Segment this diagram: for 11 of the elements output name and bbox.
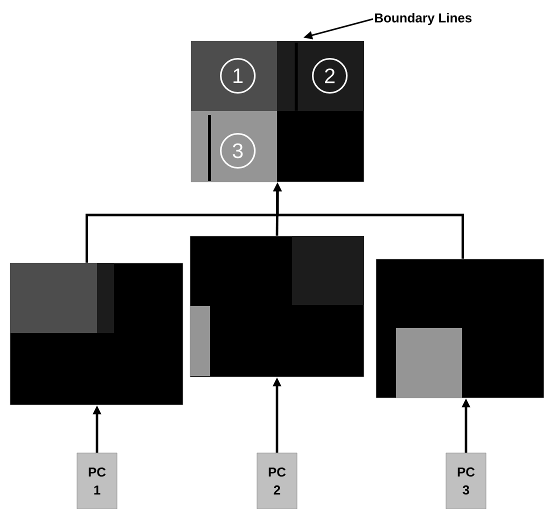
segmented-image — [190, 40, 364, 182]
callout-text: Boundary Lines — [375, 12, 472, 26]
pc-box: PC 1 — [76, 452, 118, 509]
circled-number: 3 — [220, 133, 256, 169]
circled-number: 1 — [220, 58, 256, 94]
pc-box: PC 3 — [446, 452, 486, 509]
pc-box: PC 2 — [256, 452, 298, 509]
segmented-image — [376, 258, 544, 398]
segmented-image — [190, 236, 364, 378]
circled-number: 2 — [312, 58, 348, 94]
segmented-image — [10, 262, 184, 406]
